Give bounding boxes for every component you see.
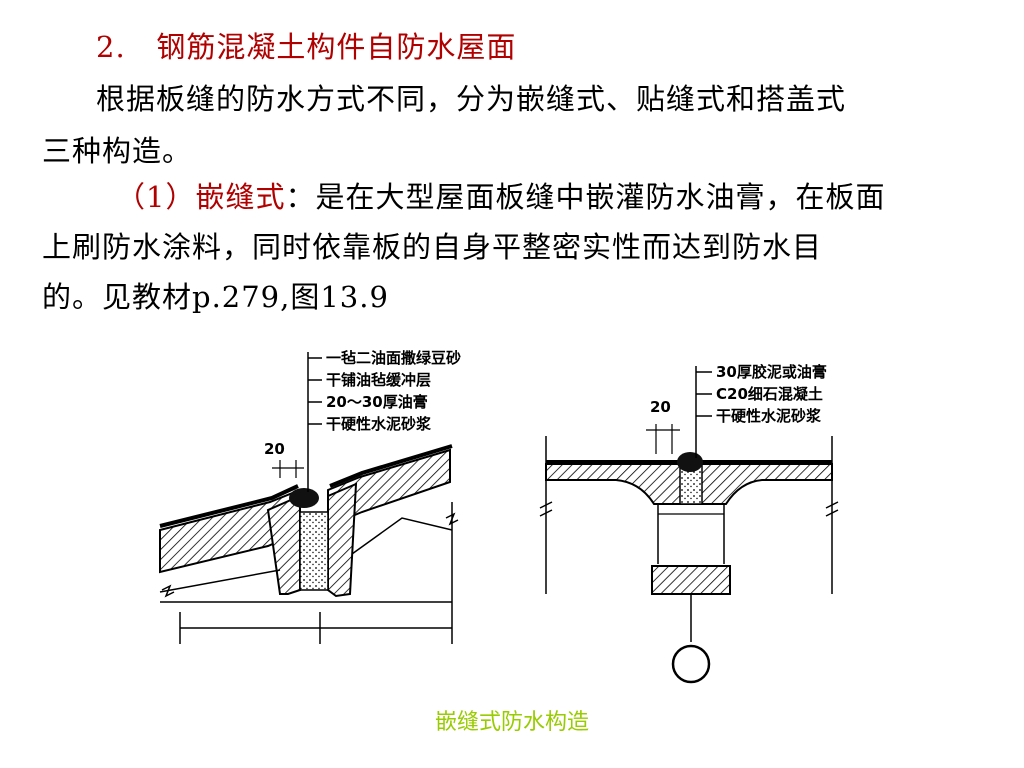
paragraph-1-line-2: 三种构造。 — [42, 134, 193, 168]
right-label-2: C20细石混凝土 — [716, 385, 823, 403]
slab-underside-right — [351, 517, 453, 555]
left-dimension-text: 20 — [264, 440, 285, 458]
right-detail: 30厚胶泥或油膏 C20细石混凝土 干硬性水泥砂浆 20 — [539, 363, 839, 684]
right-mastic — [677, 452, 703, 472]
left-label-3: 20～30厚油膏 — [326, 393, 428, 411]
left-mastic — [289, 488, 319, 508]
right-label-1: 30厚胶泥或油膏 — [716, 363, 827, 381]
right-rib — [327, 482, 358, 598]
left-membrane — [159, 484, 299, 528]
figure-caption: 嵌缝式防水构造 — [434, 710, 589, 735]
left-rib — [266, 494, 301, 595]
paragraph-2-line-2: 上刷防水涂料，同时依靠板的自身平整密实性而达到防水目 — [42, 230, 823, 264]
left-label-1: 一毡二油面撒绿豆砂 — [326, 349, 461, 367]
left-label-2: 干铺油毡缓冲层 — [326, 371, 431, 389]
right-membrane — [329, 444, 453, 488]
paragraph-1-line-1: 根据板缝的防水方式不同，分为嵌缝式、贴缝式和搭盖式 — [96, 82, 847, 116]
left-label-4: 干硬性水泥砂浆 — [326, 415, 432, 433]
heading-number: 2. — [96, 30, 126, 64]
right-base-block — [651, 565, 731, 595]
left-detail: 一毡二油面撒绿豆砂 干铺油毡缓冲层 20～30厚油膏 干硬性水泥砂浆 20 — [159, 349, 461, 644]
joint-waterproofing-figure: 一毡二油面撒绿豆砂 干铺油毡缓冲层 20～30厚油膏 干硬性水泥砂浆 20 — [159, 349, 839, 684]
right-label-3: 干硬性水泥砂浆 — [716, 407, 822, 425]
term-embedded-joint: （1）嵌缝式 — [116, 180, 286, 214]
paragraph-2-line-1-text: ：是在大型屋面板缝中嵌灌防水油膏，在板面 — [285, 180, 886, 214]
right-dimension-text: 20 — [650, 398, 671, 416]
heading-title: 钢筋混凝土构件自防水屋面 — [156, 30, 517, 64]
slab-underside — [159, 569, 281, 593]
section-heading: 2. 钢筋混凝土构件自防水屋面 — [96, 30, 516, 64]
joint-infill — [299, 511, 329, 591]
paragraph-2-line-1: （1）嵌缝式：是在大型屋面板缝中嵌灌防水油膏，在板面 — [116, 180, 885, 214]
axis-circle — [671, 644, 711, 684]
paragraph-2-line-3: 的。见教材p.279,图13.9 — [42, 280, 389, 314]
